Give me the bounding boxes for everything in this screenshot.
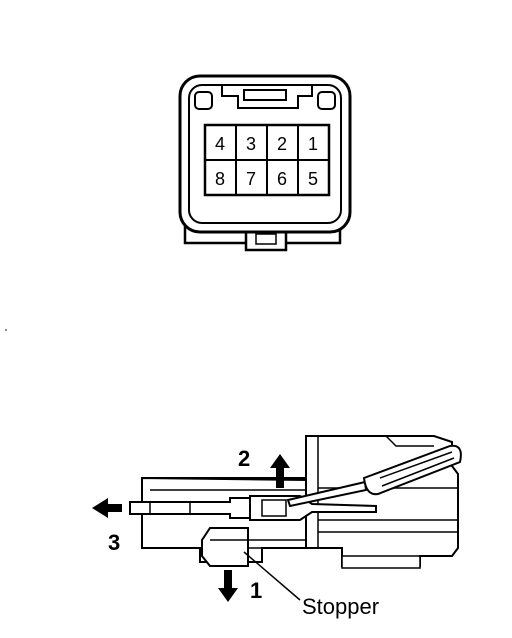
step-3-label: 3 [108,530,120,555]
terminal-lance [261,499,287,517]
terminal-removal-view: 2 3 1 Stopper [92,435,462,619]
connector-lock-slot [255,233,277,245]
stopper-part [201,527,249,567]
connector-face-view: 4 3 2 1 8 7 6 5 [178,74,352,252]
callout-leader [243,551,301,601]
step-2-label: 2 [238,446,250,471]
stopper-callout: Stopper [302,594,379,619]
pin-number: 8 [215,169,225,189]
arrow-left-icon [92,498,122,518]
stray-mark [5,329,7,331]
pin-number: 2 [277,134,287,154]
connector-corner-guide-right [317,91,336,110]
connector-key-notch [243,89,287,101]
arrow-down-icon [218,570,238,602]
arrow-up-icon [270,454,290,488]
connector-foot [341,555,421,569]
connector-edge [385,435,434,447]
pin-number: 5 [308,169,318,189]
screwdriver-grip-line [379,451,453,479]
pin-number: 6 [277,169,287,189]
connector-corner-guide-left [194,91,213,110]
connector-top-key [221,85,313,109]
screwdriver-shaft [286,480,368,508]
pin-number: 7 [246,169,256,189]
pin-number: 3 [246,134,256,154]
step-1-label: 1 [250,578,262,603]
pin-number: 4 [215,134,225,154]
pin-number: 1 [308,134,318,154]
screwdriver-grip-line [381,457,455,487]
